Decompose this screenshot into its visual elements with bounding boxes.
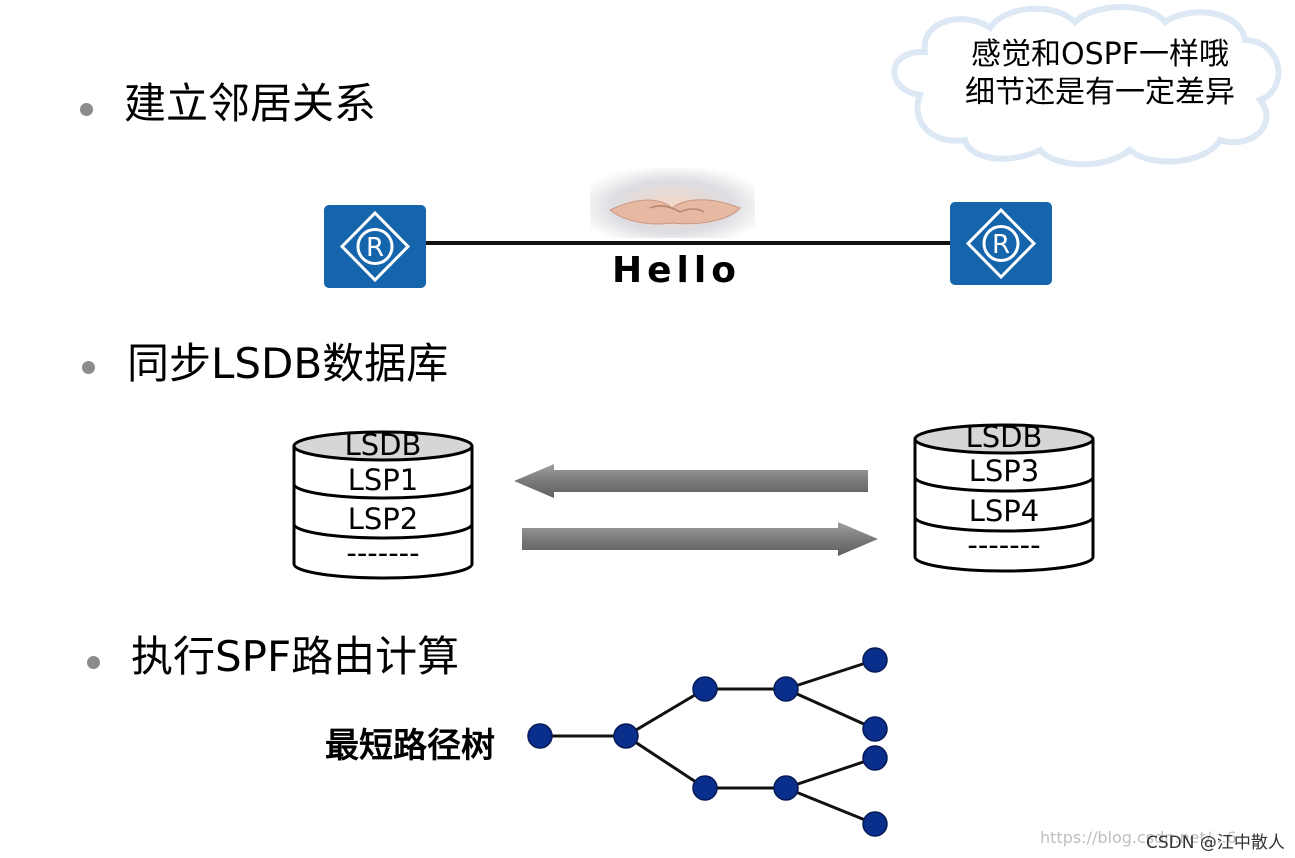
db-right-row-2: LSP4 bbox=[968, 494, 1040, 528]
arrow-right-icon bbox=[522, 522, 878, 556]
tree-node bbox=[527, 723, 553, 749]
database-right bbox=[913, 423, 1095, 573]
heading-spf: 执行SPF路由计算 bbox=[131, 632, 460, 681]
cloud-line-2: 细节还是有一定差异 bbox=[965, 75, 1235, 110]
handshake-icon bbox=[590, 168, 755, 238]
router-icon: R bbox=[339, 210, 411, 283]
edge bbox=[785, 756, 876, 790]
db-right-row-1: LSP3 bbox=[968, 454, 1040, 488]
router-right: R bbox=[950, 202, 1052, 285]
database-left bbox=[292, 430, 474, 580]
tree-node bbox=[773, 775, 799, 801]
tree-node bbox=[862, 647, 888, 673]
edge bbox=[625, 734, 706, 790]
tree-node bbox=[613, 723, 639, 749]
db-left-header: LSDB bbox=[344, 428, 422, 462]
edge bbox=[625, 687, 706, 738]
db-left-row-2: LSP2 bbox=[347, 502, 419, 536]
cloud-line-1: 感觉和OSPF一样哦 bbox=[970, 37, 1229, 72]
router-left: R bbox=[324, 205, 426, 288]
tree-node bbox=[692, 775, 718, 801]
db-left-row-1: LSP1 bbox=[347, 463, 419, 497]
heading-neighbor: 建立邻居关系 bbox=[124, 79, 377, 128]
db-right-row-3: ------- bbox=[967, 528, 1041, 562]
tree-node bbox=[862, 745, 888, 771]
router-symbol: R bbox=[366, 233, 384, 263]
router-symbol: R bbox=[992, 230, 1010, 260]
tree-node bbox=[692, 676, 718, 702]
link-line bbox=[426, 241, 950, 245]
tree-node bbox=[862, 716, 888, 742]
db-right-header: LSDB bbox=[965, 420, 1043, 454]
thought-cloud bbox=[891, 4, 1282, 168]
router-icon: R bbox=[965, 207, 1037, 280]
bullet-sync bbox=[82, 361, 95, 374]
edge bbox=[785, 687, 876, 731]
edge bbox=[785, 658, 876, 691]
hello-label: Hello bbox=[612, 250, 741, 291]
bullet-neighbor bbox=[80, 103, 93, 116]
tree-label: 最短路径树 bbox=[325, 726, 495, 766]
watermark-csdn: CSDN @江中散人 bbox=[1146, 833, 1285, 853]
edge bbox=[785, 786, 876, 826]
arrow-left-icon bbox=[514, 464, 868, 498]
tree-node bbox=[862, 811, 888, 837]
bullet-spf bbox=[87, 656, 100, 669]
db-left-row-3: ------- bbox=[346, 536, 420, 570]
cloud-text: 感觉和OSPF一样哦 细节还是有一定差异 bbox=[930, 36, 1270, 112]
tree-node bbox=[773, 676, 799, 702]
watermark-faint: https://blog.csdn.net/...6 bbox=[1040, 828, 1237, 847]
spf-tree-diagram bbox=[527, 647, 888, 837]
heading-sync: 同步LSDB数据库 bbox=[127, 339, 449, 388]
